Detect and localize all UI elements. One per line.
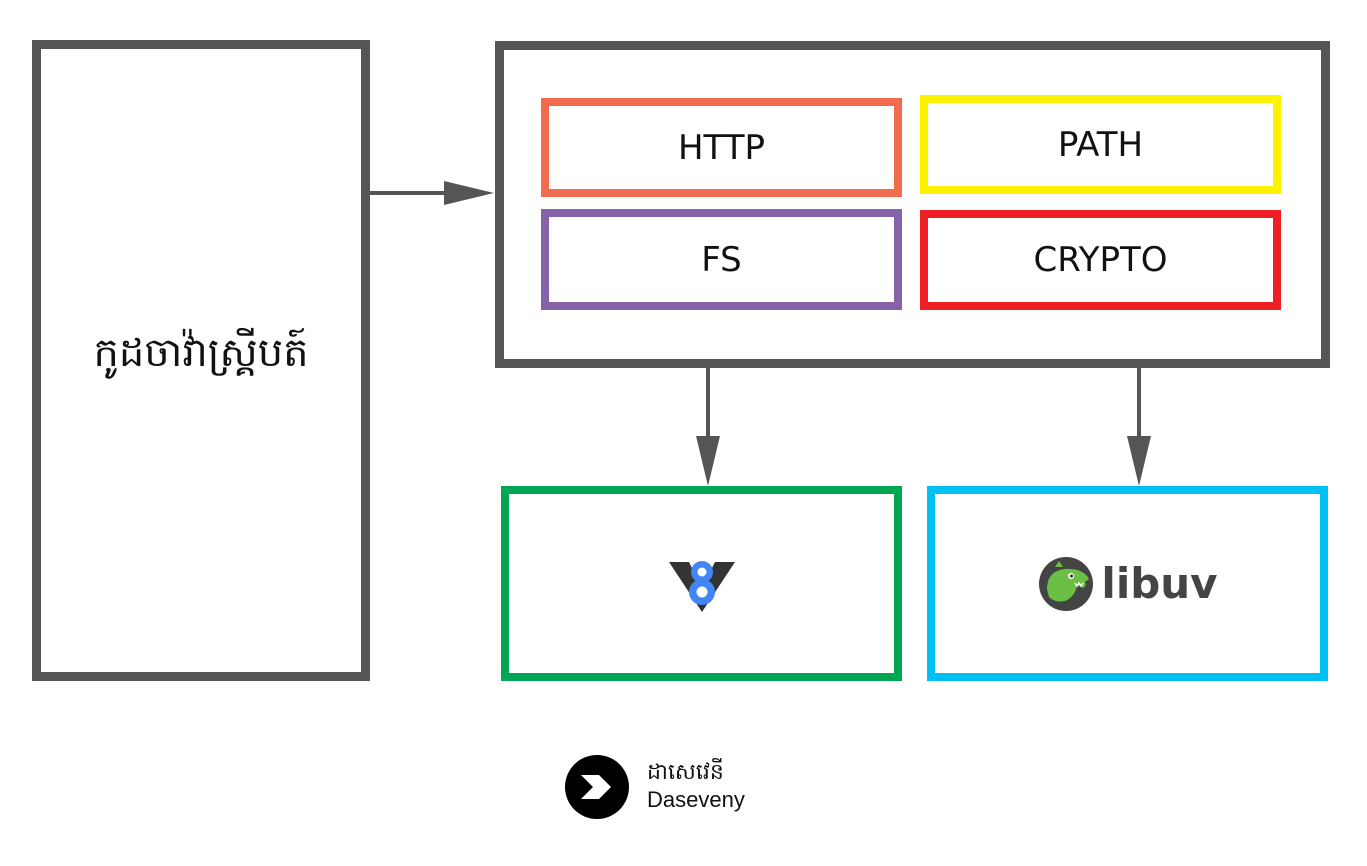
module-http: HTTP	[541, 98, 902, 197]
libuv-box: libuv	[927, 486, 1328, 681]
arrow-api-to-v8	[696, 368, 720, 486]
module-path: PATH	[920, 95, 1281, 194]
libuv-dinosaur-icon	[1039, 556, 1094, 611]
module-path-label: PATH	[1057, 124, 1144, 165]
v8-logo-icon	[668, 560, 735, 612]
brand-name-english: Daseveny	[647, 787, 745, 812]
module-crypto: CRYPTO	[920, 210, 1281, 310]
v8-engine-box	[501, 486, 902, 681]
brand-watermark: ដាសេវេនី Daseveny	[565, 755, 745, 819]
module-http-label: HTTP	[677, 127, 765, 168]
module-crypto-label: CRYPTO	[1033, 240, 1168, 280]
brand-name-khmer: ដាសេវេនី	[647, 760, 724, 785]
chevron-right-circle-icon	[565, 755, 629, 819]
javascript-code-label: កូដចាវ៉ាស្គ្រីបត៍	[93, 330, 309, 376]
arrow-api-to-libuv	[1127, 368, 1151, 486]
module-fs: FS	[541, 209, 902, 310]
arrow-script-to-api	[370, 181, 494, 205]
javascript-code-box: កូដចាវ៉ាស្គ្រីបត៍	[32, 40, 370, 681]
libuv-label: libuv	[1101, 559, 1218, 608]
module-fs-label: FS	[701, 239, 742, 280]
